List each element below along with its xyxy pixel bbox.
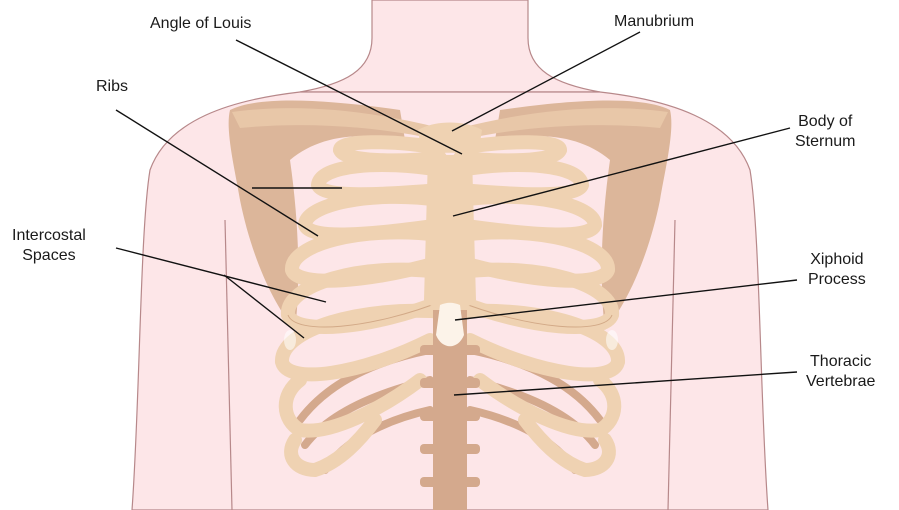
vertebral-process bbox=[420, 378, 480, 388]
label-intercostal-spaces-line-1: Intercostal bbox=[12, 226, 86, 246]
label-thoracic-vertebrae-line-2: Vertebrae bbox=[806, 372, 875, 392]
label-body-of-sternum-line-1: Body of bbox=[795, 112, 855, 132]
vertebral-process bbox=[420, 345, 480, 355]
label-xiphoid-process-line-2: Process bbox=[808, 270, 866, 290]
xiphoid-bone bbox=[436, 303, 464, 347]
rib-highlight bbox=[284, 330, 296, 350]
neck bbox=[300, 0, 600, 92]
rib-highlight bbox=[606, 330, 618, 350]
label-angle-of-louis: Angle of Louis bbox=[150, 14, 251, 34]
label-manubrium: Manubrium bbox=[614, 12, 694, 32]
label-xiphoid-process: Xiphoid Process bbox=[808, 250, 866, 290]
label-body-of-sternum-line-2: Sternum bbox=[795, 132, 855, 152]
manubrium-bone bbox=[418, 123, 482, 156]
label-intercostal-spaces-line-2: Spaces bbox=[12, 246, 86, 266]
label-ribs: Ribs bbox=[96, 77, 128, 97]
label-xiphoid-process-line-1: Xiphoid bbox=[808, 250, 866, 270]
label-body-of-sternum: Body of Sternum bbox=[795, 112, 855, 152]
vertebral-process bbox=[420, 444, 480, 454]
label-intercostal-spaces: Intercostal Spaces bbox=[12, 226, 86, 266]
vertebral-process bbox=[420, 411, 480, 421]
sternum-body bbox=[424, 155, 476, 309]
vertebral-process bbox=[420, 477, 480, 487]
label-thoracic-vertebrae-line-1: Thoracic bbox=[806, 352, 875, 372]
label-thoracic-vertebrae: Thoracic Vertebrae bbox=[806, 352, 875, 392]
